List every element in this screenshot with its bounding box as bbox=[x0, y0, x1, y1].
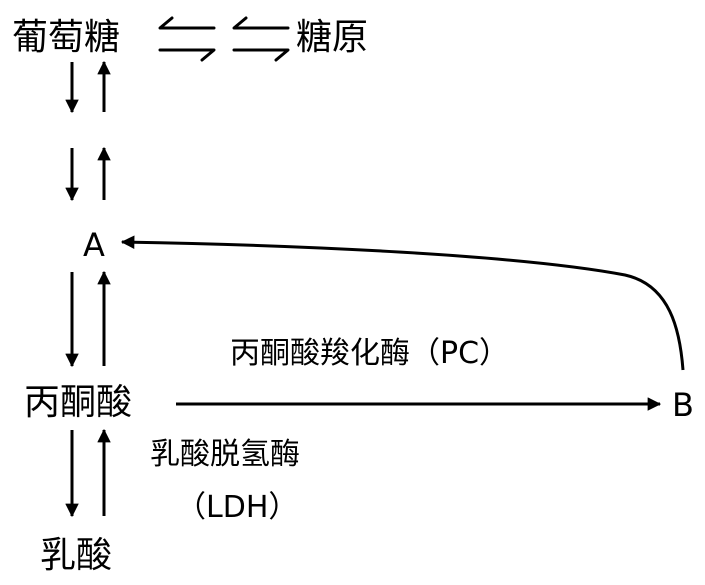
node-glycogen: 糖原 bbox=[296, 17, 369, 58]
glucose-glycogen-arrows bbox=[158, 16, 290, 62]
vertical-arrows bbox=[65, 60, 111, 518]
harpoon-right-1 bbox=[158, 48, 216, 62]
arrow-b-to-a bbox=[120, 235, 685, 371]
enzyme-label-ldh-name: 乳酸脱氢酶 bbox=[150, 437, 300, 472]
node-a: A bbox=[83, 226, 105, 264]
harpoon-left-2 bbox=[232, 16, 290, 30]
harpoon-left-1 bbox=[158, 16, 216, 30]
node-lactate: 乳酸 bbox=[40, 535, 113, 576]
node-b: B bbox=[672, 386, 694, 424]
harpoon-right-2 bbox=[232, 48, 290, 62]
node-pyruvate: 丙酮酸 bbox=[24, 382, 133, 423]
node-glucose: 葡萄糖 bbox=[12, 17, 121, 58]
enzyme-label-pc: 丙酮酸羧化酶（PC） bbox=[230, 336, 510, 371]
enzyme-label-ldh-abbr: （LDH） bbox=[176, 490, 299, 525]
